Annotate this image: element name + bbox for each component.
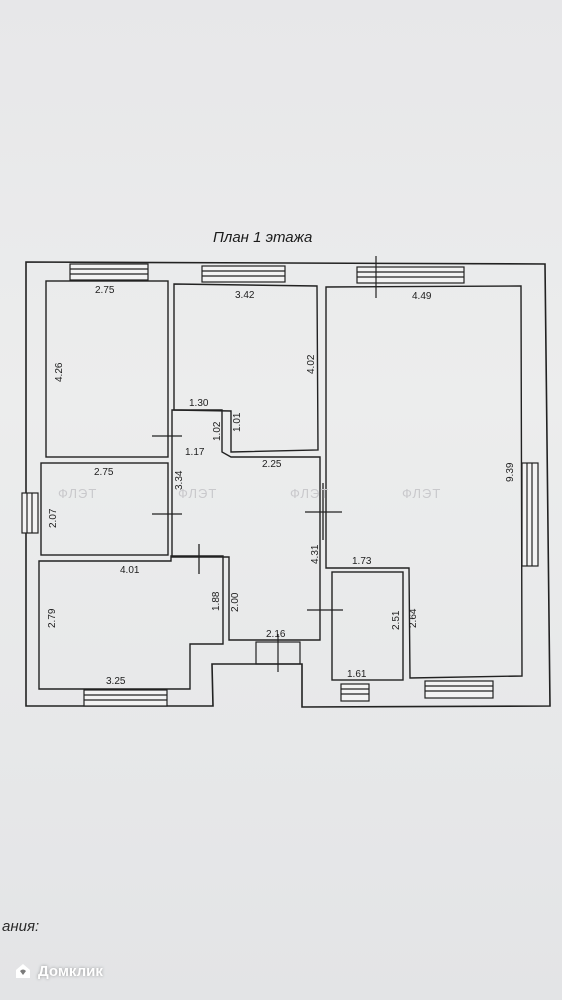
brand-logo: Домклик xyxy=(14,962,103,980)
legend-caption: ания: xyxy=(2,918,40,935)
door-marks xyxy=(152,435,343,611)
dim-label: 2.25 xyxy=(262,459,282,470)
dim-label: 3.34 xyxy=(174,470,185,490)
window-top-right xyxy=(356,256,465,298)
room-bathroom xyxy=(331,571,404,681)
room-bedroom-2 xyxy=(173,283,319,453)
dim-label: 1.01 xyxy=(232,412,243,432)
dim-label: 4.26 xyxy=(54,362,65,382)
hallway xyxy=(171,409,321,641)
window-left xyxy=(21,492,39,534)
dim-label: 2.75 xyxy=(95,285,115,296)
window-top-left xyxy=(69,263,149,281)
dim-label: 1.88 xyxy=(211,591,222,611)
window-bottom-left xyxy=(83,689,168,707)
watermark-1: ФЛЭТ xyxy=(178,486,217,501)
dim-label: 2.64 xyxy=(408,608,419,628)
window-bottom-small xyxy=(340,683,370,702)
dim-label: 1.73 xyxy=(352,556,372,567)
dim-label: 4.31 xyxy=(310,544,321,564)
room-living xyxy=(325,285,523,679)
window-bottom-right xyxy=(424,680,494,699)
dimension-labels: 2.75 3.42 4.49 4.26 4.02 1.30 1.02 1.01 … xyxy=(47,285,516,687)
dim-label: 4.02 xyxy=(306,354,317,374)
plan-title: План 1 этажа xyxy=(213,229,312,246)
house-icon xyxy=(16,964,30,978)
dim-label: 9.39 xyxy=(505,462,516,482)
room-small xyxy=(40,462,169,556)
dim-label: 4.49 xyxy=(412,291,432,302)
dim-label: 2.16 xyxy=(266,629,286,640)
brand-name: Домклик xyxy=(38,962,103,980)
watermark-3: ФЛЭТ xyxy=(402,486,441,501)
room-kitchen xyxy=(38,555,224,690)
dim-label: 3.42 xyxy=(235,290,255,301)
dim-label: 1.30 xyxy=(189,398,209,409)
dim-label: 2.07 xyxy=(48,508,59,528)
room-bedroom-1 xyxy=(45,280,169,458)
dim-label: 1.61 xyxy=(347,669,367,680)
watermark-4: ФЛЭТ xyxy=(58,486,97,501)
dim-label: 2.75 xyxy=(94,467,114,478)
window-top-middle xyxy=(201,265,286,283)
window-right xyxy=(521,462,539,567)
dim-label: 3.25 xyxy=(106,676,126,687)
dim-label: 1.17 xyxy=(185,447,205,458)
dim-label: 4.01 xyxy=(120,565,140,576)
dim-label: 2.51 xyxy=(391,610,402,630)
watermark-2: ФЛЭТ xyxy=(290,486,329,501)
watermarks: ФЛЭТ ФЛЭТ ФЛЭТ ФЛЭТ xyxy=(58,486,441,501)
dim-label: 1.02 xyxy=(212,421,223,441)
dim-label: 2.79 xyxy=(47,608,58,628)
dim-label: 2.00 xyxy=(230,592,241,612)
